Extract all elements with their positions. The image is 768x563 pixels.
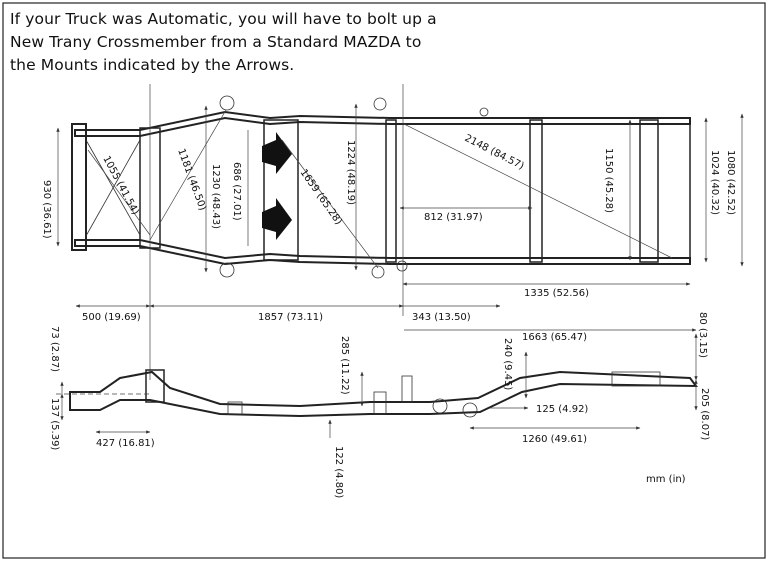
caption-line-2: New Trany Crossmember from a Standard MA… [10,33,422,51]
frame-side-view [56,328,699,438]
crossmember-2 [263,119,299,261]
left-side-rail [74,110,691,137]
dim-1659-label: 1659 (65.28) [298,167,344,227]
dim-205-label: 205 (8.07) [699,388,710,440]
dim-240-label: 240 (9.45) [502,338,513,390]
dim-73-label: 73 (2.87) [49,326,60,372]
side-rear-bracket [611,371,661,387]
dim-1055-label: 1055 (41.54) [100,154,140,217]
frame-top-view [56,84,744,380]
caption-line-3: the Mounts indicated by the Arrows. [10,56,295,74]
dim-427-label: 427 (16.81) [96,438,155,449]
instruction-caption: If your Truck was Automatic, you will ha… [10,8,437,77]
side-bracket-b [373,391,387,415]
mount-rear-bottom [396,260,408,272]
front-bumper-bar [71,123,87,251]
side-mount-a [432,398,448,414]
dim-1335-label: 1335 (52.56) [524,288,589,299]
diag-2148-line [403,123,673,259]
dimension-labels: 930 (36.61) 1055 (41.54) 1181 (46.50) 12… [41,133,736,499]
dim-343-label: 343 (13.50) [412,312,471,323]
diag-1055-line [87,149,151,236]
dim-122-label: 122 (4.80) [333,446,344,498]
diag-1181-line [149,109,227,241]
dim-1080-label: 1080 (42.52) [725,150,736,215]
dim-1224-label: 1224 (48.19) [345,140,356,205]
dim-500-label: 500 (19.69) [82,312,141,323]
front-brace-b [85,139,141,237]
dim-2148-label: 2148 (84.57) [463,133,526,172]
side-bracket-a [227,401,243,415]
dim-1150-label: 1150 (45.28) [603,148,614,213]
dim-137-label: 137 (5.39) [49,398,60,450]
dim-285-label: 285 (11.22) [339,336,350,395]
dim-812-label: 812 (31.97) [424,212,483,223]
crossmember-4 [529,119,543,263]
caption-line-1: If your Truck was Automatic, you will ha… [10,10,437,28]
dim-1260-label: 1260 (49.61) [522,434,587,445]
mount-front-bottom [219,262,235,278]
mount-mid-top [373,97,387,111]
side-mount-b [462,402,478,418]
dim-930-label: 930 (36.61) [41,180,52,239]
units-label: mm (in) [646,474,686,485]
mount-arrow-lower [262,198,292,240]
side-bracket-c [401,375,413,403]
dim-1857-label: 1857 (73.11) [258,312,323,323]
right-side-rail [74,239,691,266]
mount-rear-top [479,107,489,117]
dim-686-label: 686 (27.01) [231,162,242,221]
dim-125-label: 125 (4.92) [536,404,588,415]
dim-1024-label: 1024 (40.32) [709,150,720,215]
dim-80-label: 80 (3.15) [697,312,708,358]
mount-mid-bottom [371,265,385,279]
crossmember-3 [385,119,397,263]
side-axle-bracket [145,369,165,403]
mount-arrow-upper [262,132,292,174]
dim-1230-label: 1230 (48.43) [210,164,221,229]
diag-1659-line [281,139,379,269]
mount-front-top [219,95,235,111]
crossmember-5 [639,119,659,263]
dim-1663-label: 1663 (65.47) [522,332,587,343]
dim-1181-label: 1181 (46.50) [175,147,208,212]
